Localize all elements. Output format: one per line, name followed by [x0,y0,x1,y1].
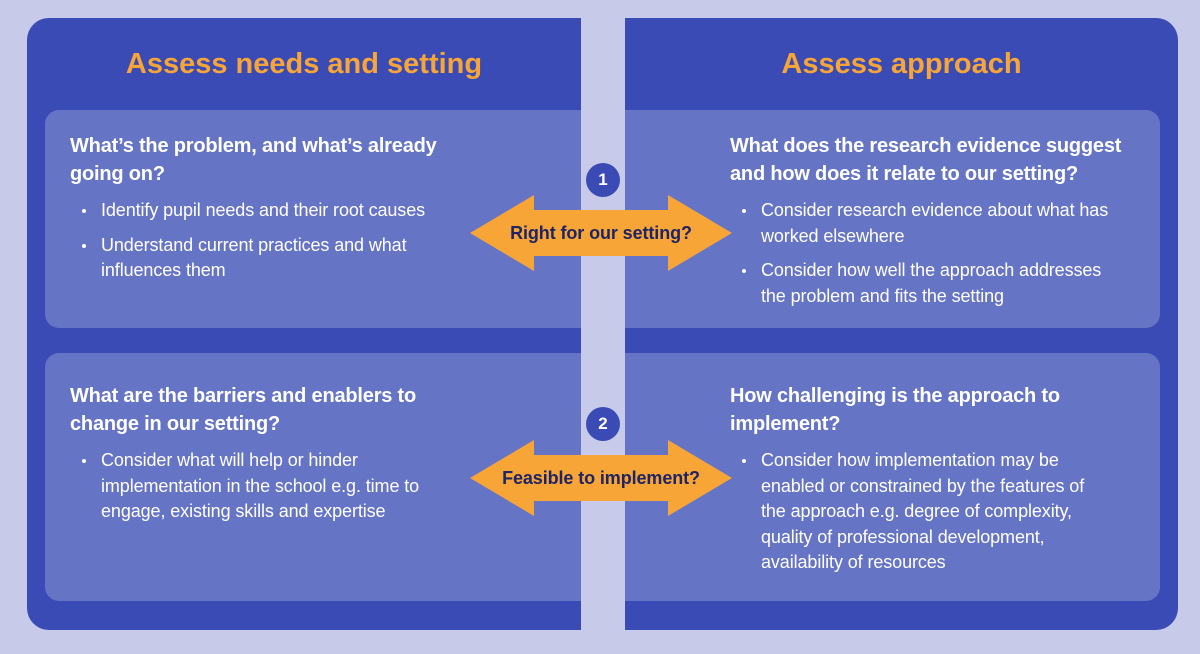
problem-bullets: Identify pupil needs and their root caus… [70,198,440,284]
double-arrow-icon [470,195,732,271]
problem-card: What’s the problem, and what’s already g… [45,110,581,328]
challenge-question: How challenging is the approach to imple… [730,385,1060,435]
double-arrow-2: Feasible to implement? [470,440,732,516]
right-for-setting-label: Right for our setting? [510,222,692,243]
evidence-bullet: Consider research evidence about what ha… [730,198,1110,249]
challenge-bullets: Consider how implementation may be enabl… [730,448,1110,576]
double-arrow-1: Right for our setting? [470,195,732,271]
evidence-bullet: Consider how well the approach addresses… [730,258,1110,309]
evidence-question: What does the research evidence suggest … [730,135,1122,185]
challenge-bullet: Consider how implementation may be enabl… [730,448,1110,576]
barriers-question: What are the barriers and enablers to ch… [70,385,417,435]
approach-heading: Assess approach [781,48,1022,80]
problem-bullet: Understand current practices and what in… [70,233,440,284]
problem-question: What’s the problem, and what’s already g… [70,135,437,185]
step-2-badge: 2 [586,407,620,441]
barriers-bullet: Consider what will help or hinder implem… [70,448,450,525]
evidence-card: What does the research evidence suggest … [625,110,1160,328]
evidence-bullets: Consider research evidence about what ha… [730,198,1110,309]
double-arrow-icon [470,440,732,516]
feasible-label: Feasible to implement? [502,467,700,488]
problem-bullet: Identify pupil needs and their root caus… [70,198,440,224]
barriers-bullets: Consider what will help or hinder implem… [70,448,450,525]
needs-heading: Assess needs and setting [125,48,483,80]
barriers-card: What are the barriers and enablers to ch… [45,353,581,601]
step-1-badge: 1 [586,163,620,197]
